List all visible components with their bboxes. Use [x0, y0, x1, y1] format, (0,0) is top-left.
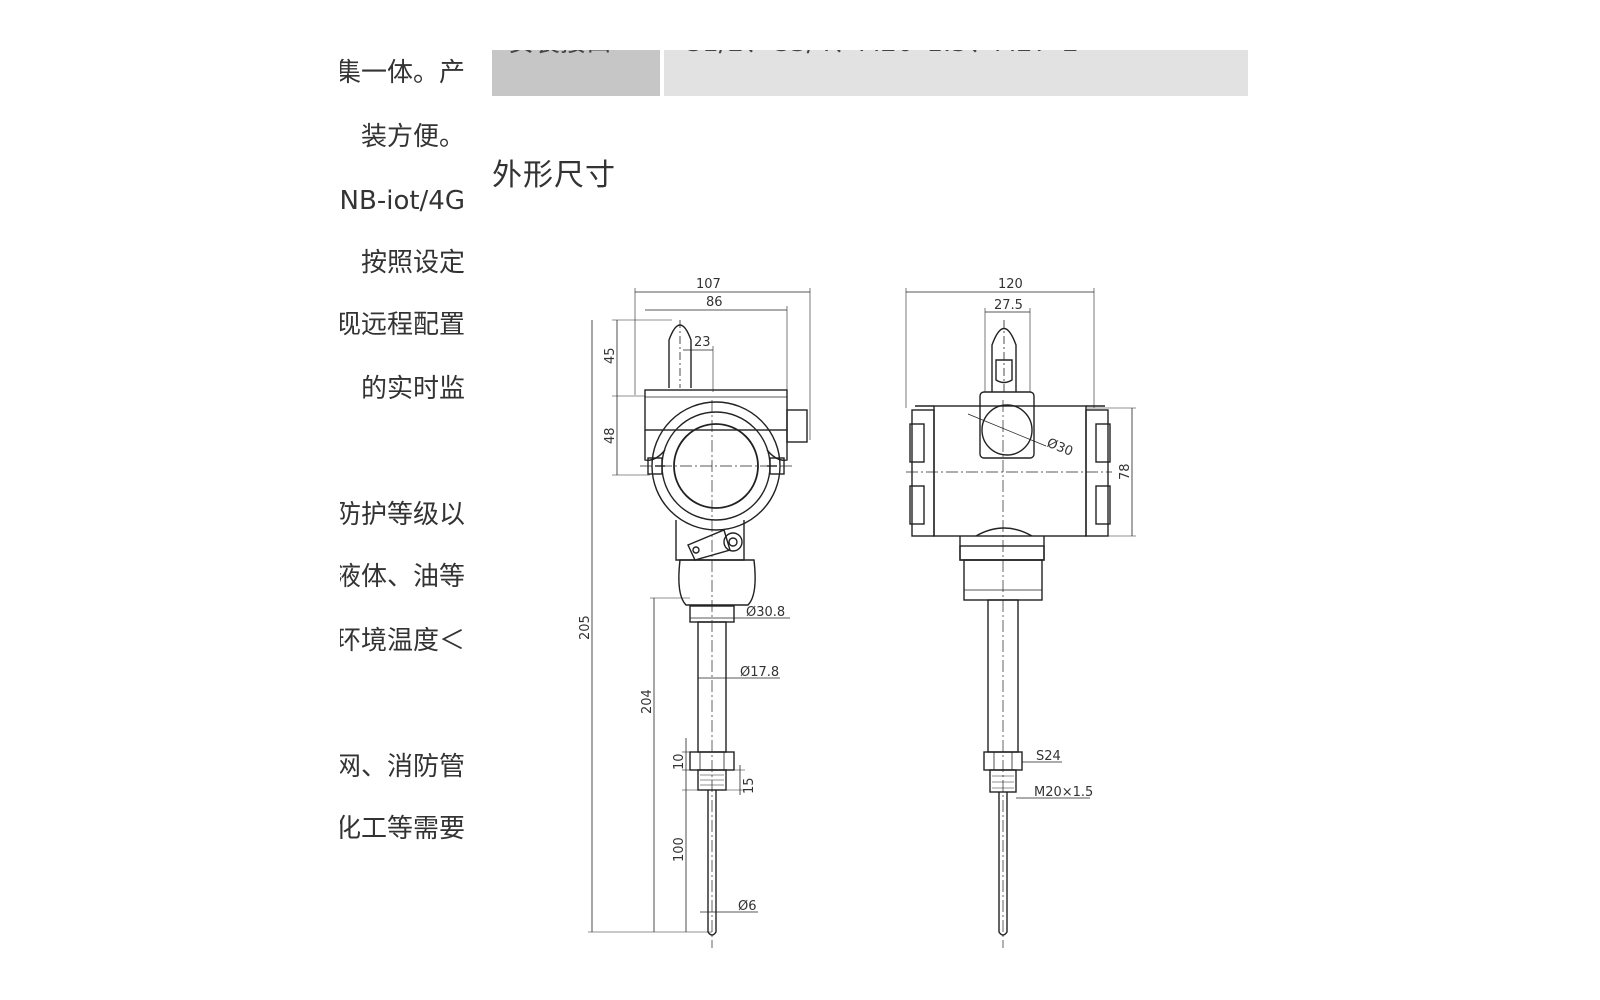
side-plug	[786, 409, 808, 443]
dim-total-height: 205	[578, 615, 593, 640]
dim-stem-length: 204	[640, 689, 655, 714]
front-view: 107 86 23 45 48 205 204 10 15 100 Ø30.8 …	[578, 277, 811, 948]
intro-line: 集一体。产	[340, 58, 465, 88]
scroll-clip	[492, 0, 1248, 50]
dim-antenna-width: 23	[694, 335, 711, 350]
intro-line: 按照设定	[360, 248, 465, 278]
side-cover-circle	[981, 404, 1033, 456]
dim-probe-length: 100	[672, 837, 687, 862]
section-title: 外形尺寸	[492, 158, 616, 193]
dim-dia-neck: Ø30.8	[746, 605, 785, 620]
dim-antenna-height: 45	[603, 347, 618, 364]
dim-dia-probe: Ø6	[738, 899, 757, 914]
side-view: 120 27.5 Ø30 78 S24 M20×1.5	[905, 277, 1136, 948]
intro-line: 防护等级以	[340, 500, 465, 530]
intro-line: NB-iot/4G	[340, 186, 465, 216]
dim-side-antenna-width: 27.5	[994, 298, 1023, 313]
dim-thread-height: 15	[742, 777, 757, 794]
dim-side-housing-height: 78	[1118, 463, 1133, 480]
dim-side-thread: M20×1.5	[1034, 785, 1093, 800]
dim-width-inner: 86	[706, 295, 723, 310]
dim-side-nut-size: S24	[1036, 749, 1061, 764]
intro-line: 现远程配置	[340, 310, 465, 340]
intro-line: 液体、油等	[340, 562, 465, 592]
lower-body	[678, 559, 756, 606]
spec-table-row: 安装接口 G1/2、G3/4、M20*1.5、M27*2	[492, 0, 1248, 96]
dim-side-dia-cover: Ø30	[1045, 436, 1075, 460]
intro-line: 网、消防管	[340, 752, 465, 782]
dim-side-width-outer: 120	[998, 277, 1023, 292]
intro-line: 化工等需要	[340, 814, 465, 844]
dim-width-outer: 107	[696, 277, 721, 292]
side-housing	[933, 405, 1087, 537]
dim-head-height: 48	[603, 427, 618, 444]
intro-line: 装方便。	[360, 122, 465, 152]
dim-dia-stem: Ø17.8	[740, 665, 779, 680]
intro-line: 环境温度＜	[340, 626, 465, 656]
intro-text-column: 集一体。产 装方便。 NB-iot/4G 按照设定 现远程配置 的实时监 防护等…	[340, 0, 465, 1000]
dim-nut-height: 10	[672, 753, 687, 770]
side-antenna	[991, 327, 1017, 392]
intro-line: 的实时监	[360, 374, 465, 404]
